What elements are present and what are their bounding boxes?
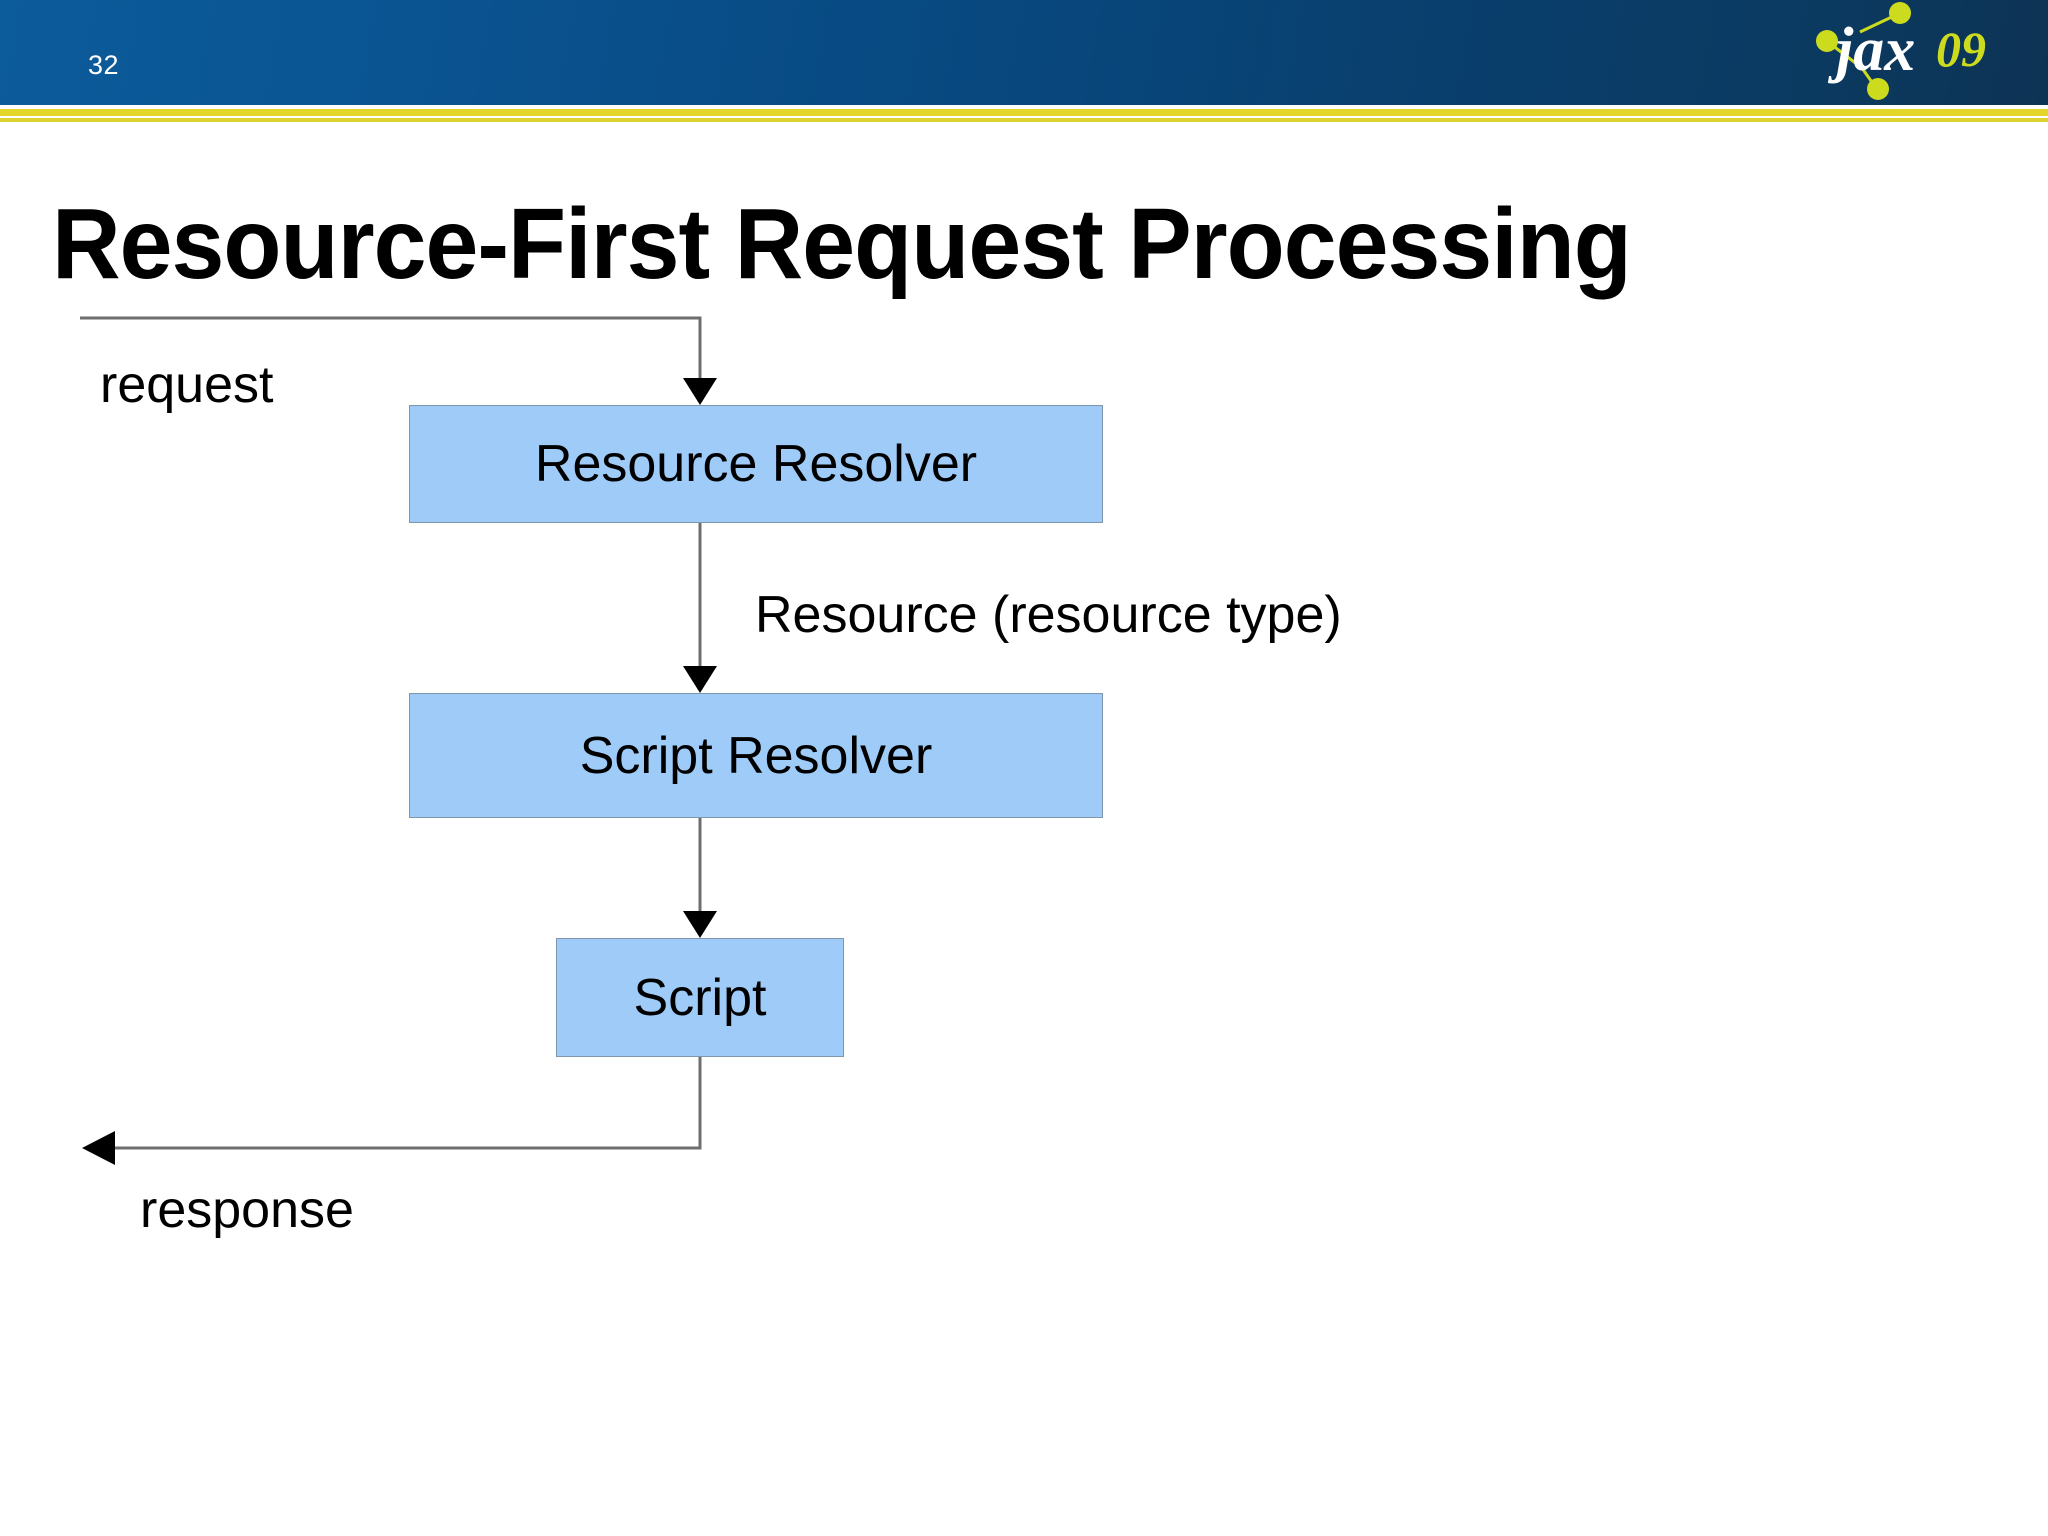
arrowhead-request (683, 378, 717, 405)
edge-label-request: request (100, 356, 274, 414)
edge-response (82, 1057, 702, 1165)
edge-resource-type (683, 523, 717, 693)
edge-label-response: response (140, 1181, 354, 1239)
page-title: Resource-First Request Processing (52, 188, 1632, 300)
edge-label-resource-type: Resource (resource type) (755, 586, 1342, 644)
node-script-resolver[interactable]: Script Resolver (409, 693, 1103, 818)
header-rule-yellow (0, 109, 2048, 116)
header-rule-yellow-2 (0, 118, 2048, 122)
logo-dot-bottom (1867, 78, 1889, 100)
header-rule-white-gap-2 (0, 116, 2048, 118)
jax09-logo: jax 09 (1814, 0, 2024, 102)
header-rule-white-gap (0, 105, 2048, 109)
arrowhead-resource-type (683, 666, 717, 693)
header-band (0, 0, 2048, 105)
logo-text-09: 09 (1936, 21, 1986, 77)
node-resource-resolver[interactable]: Resource Resolver (409, 405, 1103, 523)
arrowhead-response (82, 1131, 115, 1165)
logo-text-jax: jax (1827, 16, 1915, 84)
node-script[interactable]: Script (556, 938, 844, 1057)
logo-dot-top (1889, 2, 1911, 24)
arrowhead-script (683, 911, 717, 938)
edge-script (683, 818, 717, 938)
page-number: 32 (88, 50, 120, 80)
logo-dot-left (1816, 30, 1838, 52)
